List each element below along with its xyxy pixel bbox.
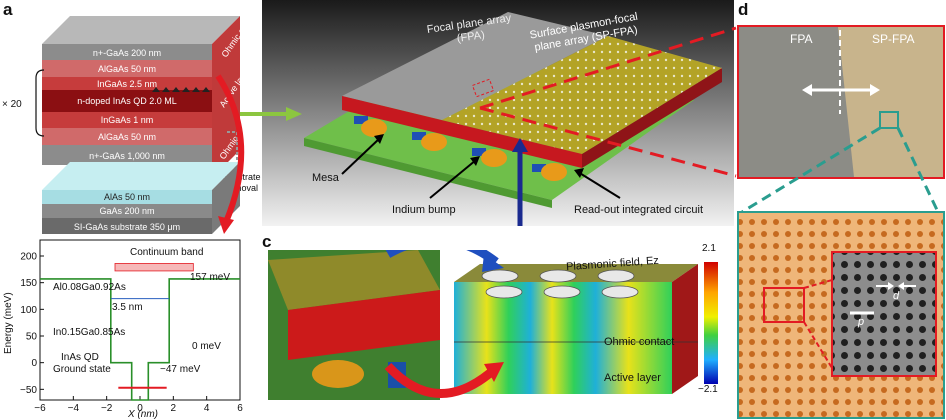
y-tick-label: 150 (20, 278, 37, 289)
x-tick-label: 6 (237, 403, 243, 414)
well-width-label: 3.5 nm (112, 302, 143, 313)
x-tick-label: 4 (204, 403, 210, 414)
y-tick-label: 100 (20, 305, 37, 316)
ground-energy-label: −47 meV (160, 364, 201, 375)
layer-ingaas-2-5: InGaAs 2.5 nm (97, 79, 157, 89)
barrier-material-label: Al0.08Ga0.92As (53, 282, 126, 293)
repeat-count: × 20 (2, 99, 22, 110)
zoom-projection-lines (470, 20, 742, 200)
x-axis-label: X (nm) (127, 409, 158, 420)
hole-diameter-label: d (893, 290, 899, 302)
qd-label: InAs QD (61, 352, 99, 363)
y-tick-label: −50 (20, 385, 37, 396)
period-label: p (858, 316, 864, 328)
sem-inset (832, 252, 936, 376)
layer-stack-diagram: n+-GaAs 200 nm AlGaAs 50 nm InGaAs 2.5 n… (0, 0, 262, 236)
layer-n-gaas-1000: n+-GaAs 1,000 nm (89, 151, 165, 161)
panel-letter-d: d (738, 0, 748, 20)
ground-state-label: Ground state (53, 364, 111, 375)
y-tick-label: 0 (31, 358, 37, 369)
ohmic-contact-label-c: Ohmic contact (604, 336, 674, 348)
y-axis-label: Energy (meV) (3, 292, 14, 354)
x-tick-label: −6 (34, 403, 46, 414)
indium-bump-label: Indium bump (392, 204, 456, 216)
layer-ingaas-1: InGaAs 1 nm (101, 115, 154, 125)
plasmonic-field-panel (268, 250, 740, 420)
layer-si-gaas-substrate: SI-GaAs substrate 350 μm (74, 222, 180, 232)
layer-inas-qd: n-doped InAs QD 2.0 ML (77, 96, 177, 106)
roic-label: Read-out integrated circuit (574, 204, 703, 216)
scale-max-label: 2.1 (702, 243, 716, 254)
x-tick-label: 2 (171, 403, 177, 414)
band-profile-line (40, 279, 240, 400)
continuum-band-label: Continuum band (130, 247, 203, 258)
y-tick-label: 200 (20, 252, 37, 263)
layer-n-gaas-200: n+-GaAs 200 nm (93, 48, 161, 58)
sp-fpa-label-d: SP-FPA (872, 32, 914, 46)
panel-letter-c: c (262, 232, 271, 252)
x-tick-label: −4 (68, 403, 80, 414)
active-layer-label-c: Active layer (604, 372, 661, 384)
barrier-energy-label: 157 meV (190, 272, 230, 283)
color-scale (704, 262, 718, 384)
mesa-label: Mesa (312, 172, 339, 184)
layer-algaas-50-bottom: AlGaAs 50 nm (98, 132, 156, 142)
layer-gaas-200: GaAs 200 nm (99, 206, 154, 216)
fpa-label-d: FPA (790, 32, 812, 46)
micrograph-panel (734, 24, 946, 420)
y-tick-label: 50 (26, 332, 38, 343)
layer-algaas-50-top: AlGaAs 50 nm (98, 64, 156, 74)
well-material-label: In0.15Ga0.85As (53, 327, 125, 338)
green-arrow (240, 104, 304, 124)
x-tick-label: −2 (101, 403, 113, 414)
well-energy-label: 0 meV (192, 341, 221, 352)
layer-alas-50: AlAs 50 nm (104, 192, 150, 202)
continuum-band-box (115, 263, 193, 270)
scale-min-label: −2.1 (698, 384, 718, 395)
